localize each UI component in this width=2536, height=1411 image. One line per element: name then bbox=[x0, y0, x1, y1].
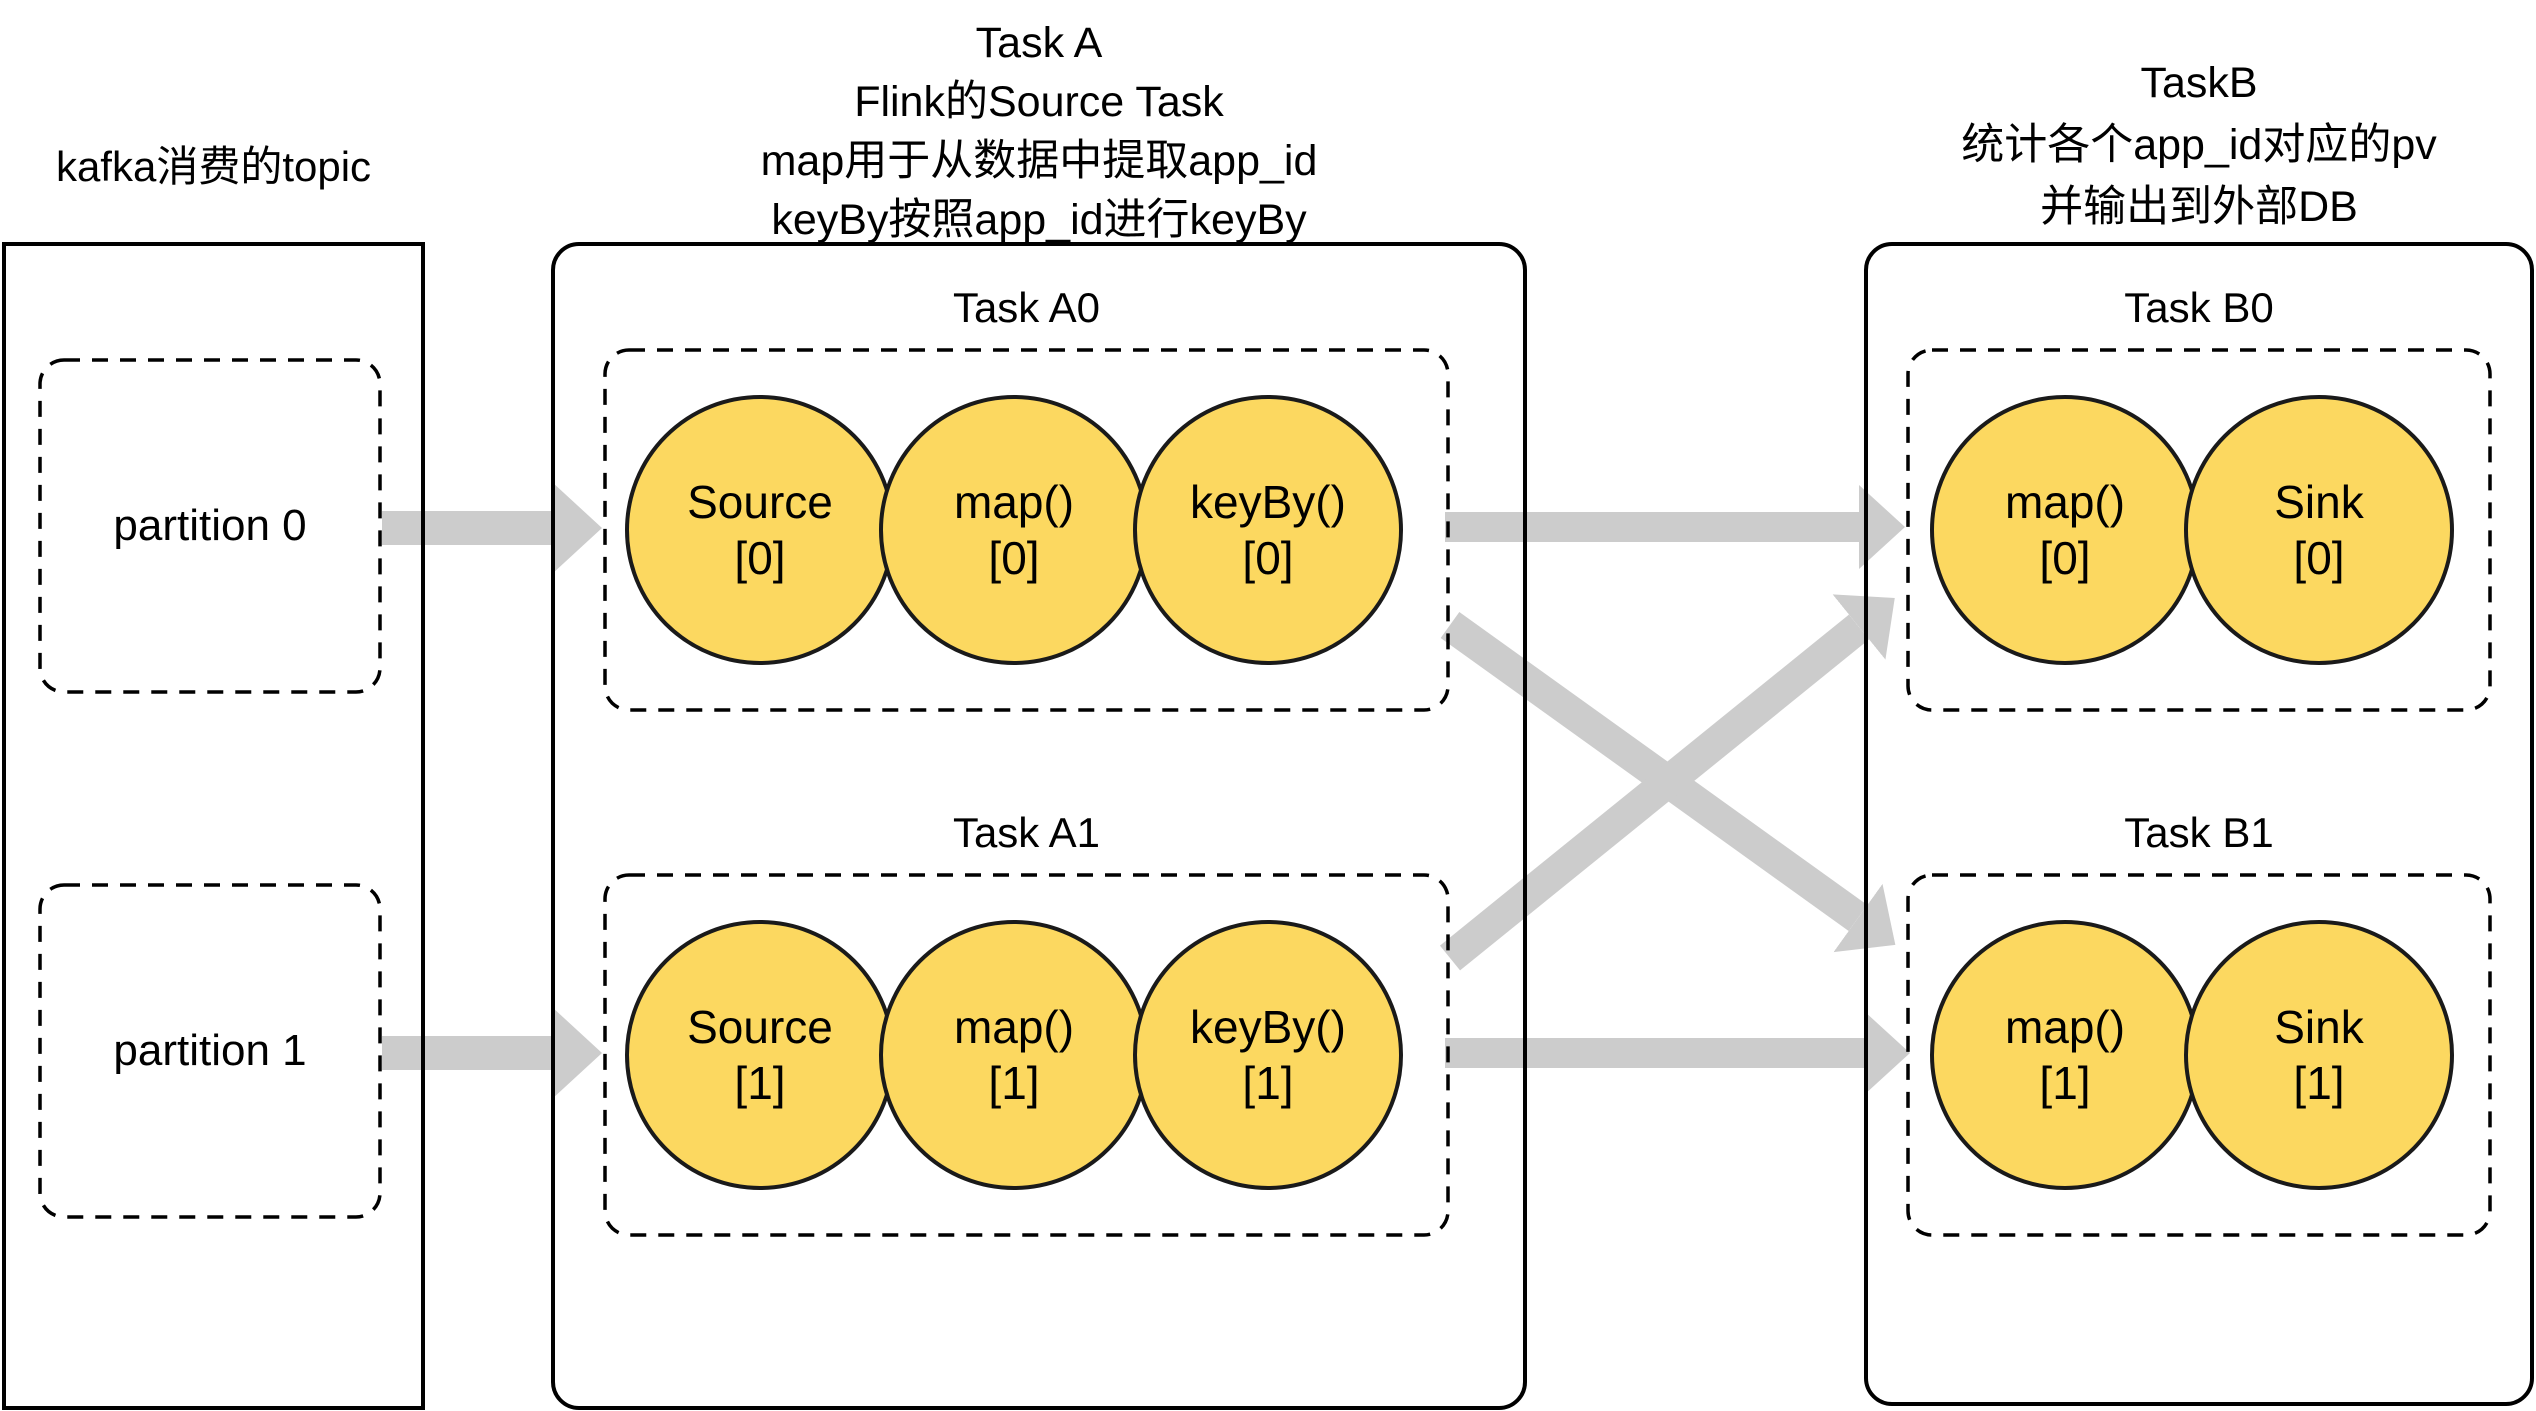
node-sink-1: Sink [1] bbox=[2184, 920, 2454, 1190]
node-map-b1-name: map() bbox=[2004, 1001, 2126, 1053]
task-b-title-line2: 统计各个app_id对应的pv bbox=[1961, 121, 2437, 169]
node-map-a1: map() [1] bbox=[879, 920, 1149, 1190]
node-map-a1-index: [1] bbox=[988, 1057, 1040, 1109]
node-sink-1-index: [1] bbox=[2293, 1057, 2345, 1109]
node-source-0: Source [0] bbox=[625, 395, 895, 665]
node-map-a1-name: map() bbox=[953, 1001, 1075, 1053]
node-keyby-0-index: [0] bbox=[1242, 532, 1294, 584]
kafka-column-title: kafka消费的topic bbox=[55, 143, 372, 190]
task-a-box bbox=[551, 242, 1527, 1410]
task-a-title-line4: keyBy按照app_id进行keyBy bbox=[771, 196, 1307, 244]
task-b-title-line1: TaskB bbox=[2140, 59, 2258, 107]
task-b1-label: Task B1 bbox=[2124, 809, 2274, 856]
task-a-title-line1: Task A bbox=[975, 19, 1103, 67]
node-source-0-index: [0] bbox=[734, 532, 786, 584]
task-a0-label: Task A0 bbox=[952, 284, 1101, 331]
partition0-label: partition 0 bbox=[113, 501, 307, 550]
node-map-b1-index: [1] bbox=[2039, 1057, 2091, 1109]
node-map-b0-name: map() bbox=[2004, 476, 2126, 528]
node-map-b0-index: [0] bbox=[2039, 532, 2091, 584]
partition1-label: partition 1 bbox=[113, 1026, 307, 1075]
arrow-taskA1-to-taskB0 bbox=[1439, 594, 1895, 971]
partition1-box bbox=[38, 883, 382, 1219]
task-a-title-line2: Flink的Source Task bbox=[854, 78, 1224, 126]
node-keyby-0-name: keyBy() bbox=[1190, 476, 1346, 528]
node-keyby-1-index: [1] bbox=[1242, 1057, 1294, 1109]
node-keyby-0: keyBy() [0] bbox=[1133, 395, 1403, 665]
node-keyby-1-name: keyBy() bbox=[1190, 1001, 1346, 1053]
partition0-box bbox=[38, 358, 382, 694]
node-sink-1-name: Sink bbox=[2274, 1001, 2364, 1053]
node-keyby-1: keyBy() [1] bbox=[1133, 920, 1403, 1190]
task-a1-label: Task A1 bbox=[952, 809, 1101, 856]
task-a-column-title: Task A Flink的Source Task map用于从数据中提取app_… bbox=[553, 14, 1525, 250]
task-b-box bbox=[1864, 242, 2534, 1406]
task-b1-box bbox=[1906, 873, 2492, 1237]
node-sink-0-index: [0] bbox=[2293, 532, 2345, 584]
task-a1-box bbox=[603, 873, 1450, 1237]
task-b0-label: Task B0 bbox=[2124, 284, 2274, 331]
task-b0-box bbox=[1906, 348, 2492, 712]
task-a-title-line3: map用于从数据中提取app_id bbox=[760, 137, 1318, 185]
arrow-taskA0-to-taskB1 bbox=[1440, 612, 1896, 953]
node-map-a0: map() [0] bbox=[879, 395, 1149, 665]
task-a0-box bbox=[603, 348, 1450, 712]
node-map-b1: map() [1] bbox=[1930, 920, 2200, 1190]
node-source-1: Source [1] bbox=[625, 920, 895, 1190]
node-map-a0-name: map() bbox=[953, 476, 1075, 528]
node-map-a0-index: [0] bbox=[988, 532, 1040, 584]
node-source-1-name: Source bbox=[687, 1001, 833, 1053]
node-source-1-index: [1] bbox=[734, 1057, 786, 1109]
task-b-title-line3: 并输出到外部DB bbox=[2040, 183, 2358, 231]
node-sink-0: Sink [0] bbox=[2184, 395, 2454, 665]
kafka-topic-box bbox=[2, 242, 425, 1410]
node-sink-0-name: Sink bbox=[2274, 476, 2364, 528]
node-source-0-name: Source bbox=[687, 476, 833, 528]
node-map-b0: map() [0] bbox=[1930, 395, 2200, 665]
task-b-column-title: TaskB 统计各个app_id对应的pv 并输出到外部DB bbox=[1866, 52, 2532, 238]
